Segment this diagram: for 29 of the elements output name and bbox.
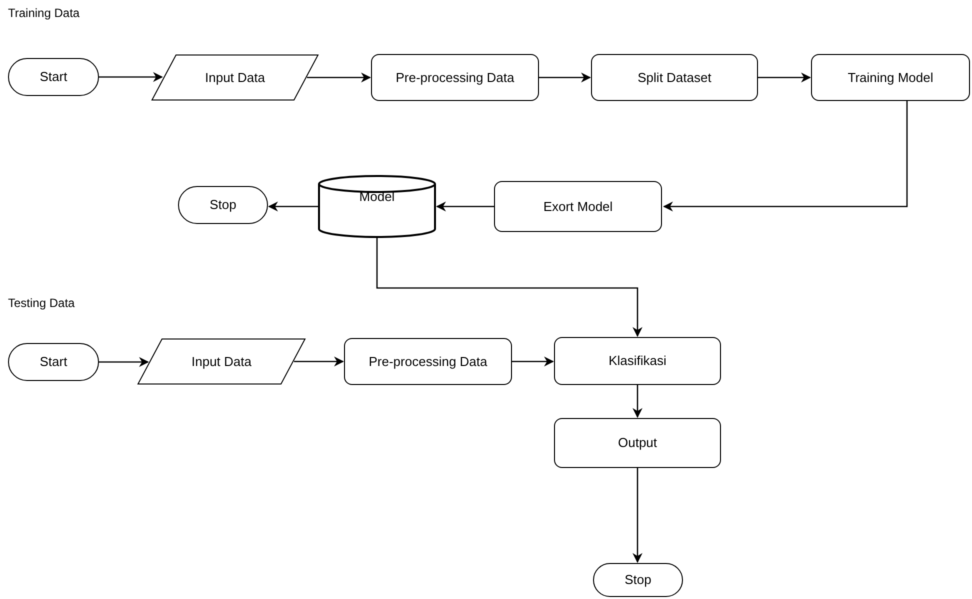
arrow — [632, 468, 642, 563]
section-title: Training Data — [8, 5, 80, 22]
arrow — [268, 202, 318, 212]
arrow — [307, 72, 371, 82]
database-cylinder: Model — [318, 175, 436, 238]
data-parallelogram: Input Data — [137, 338, 306, 385]
process-box: Klasifikasi — [554, 337, 721, 385]
process-box: Pre-processing Data — [344, 338, 512, 385]
terminal-shape: Stop — [178, 186, 268, 224]
process-box: Pre-processing Data — [371, 54, 539, 101]
process-box: Training Model — [811, 54, 970, 101]
arrow — [663, 101, 908, 212]
terminal-shape: Start — [8, 58, 99, 96]
arrow — [758, 72, 811, 82]
process-box: Exort Model — [494, 181, 662, 232]
process-box: Split Dataset — [591, 54, 758, 101]
terminal-shape: Stop — [593, 563, 683, 597]
arrow — [539, 72, 591, 82]
arrow — [294, 356, 344, 366]
terminal-shape: Start — [8, 343, 99, 381]
data-parallelogram: Input Data — [151, 54, 319, 101]
arrow — [99, 72, 163, 82]
section-title: Testing Data — [8, 295, 75, 312]
arrow — [99, 357, 149, 367]
arrow — [436, 202, 494, 212]
arrow — [376, 238, 642, 337]
arrow — [512, 356, 554, 366]
process-box: Output — [554, 418, 721, 468]
arrow — [632, 385, 642, 418]
